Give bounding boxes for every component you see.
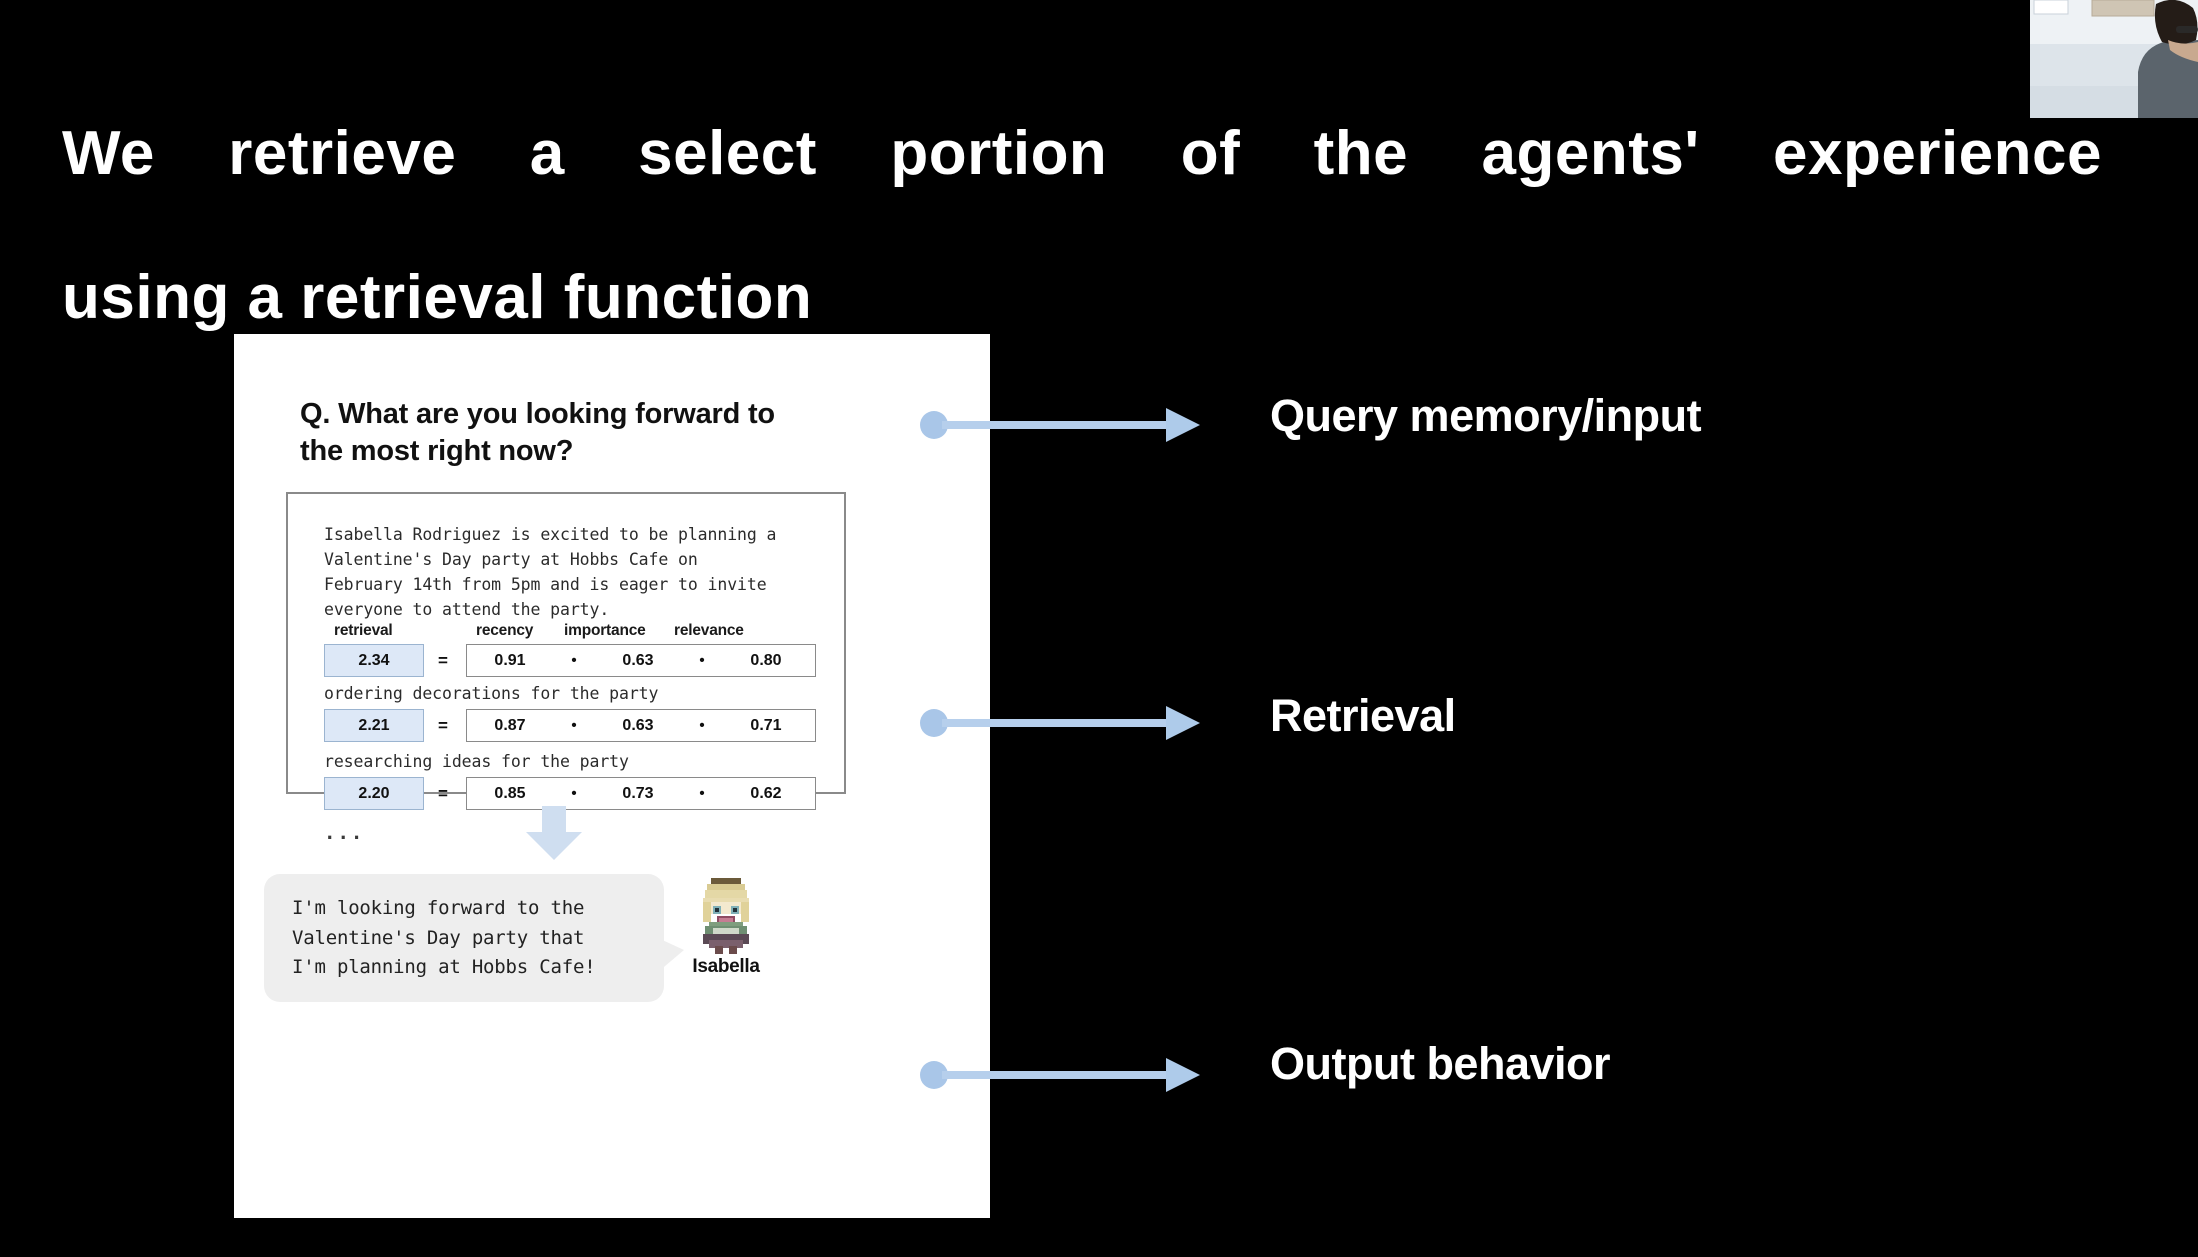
isabella-avatar-icon	[703, 878, 749, 954]
column-header-relevance: relevance	[674, 622, 744, 639]
page-title-line-1: We retrieve a select portion of the agen…	[62, 119, 2102, 189]
connector-retrieval	[920, 703, 1210, 743]
recency-value: 0.91	[494, 651, 526, 669]
importance-value: 0.63	[622, 651, 654, 669]
score-row: 2.21 = 0.87 • 0.63 • 0.71	[288, 709, 844, 743]
memory-context-text: Isabella Rodriguez is excited to be plan…	[324, 525, 777, 620]
score-factors: 0.85 • 0.73 • 0.62	[466, 777, 816, 810]
avatar: Isabella	[666, 874, 786, 978]
score-factors: 0.87 • 0.63 • 0.71	[466, 709, 816, 742]
connector-arrowhead-icon	[1166, 408, 1200, 442]
equals-sign: =	[438, 715, 448, 735]
down-arrow-icon	[526, 806, 582, 860]
connector-line	[942, 719, 1166, 727]
connector-line	[942, 421, 1166, 429]
avatar-name-label: Isabella	[692, 956, 760, 977]
relevance-value: 0.71	[750, 716, 782, 734]
importance-value: 0.63	[622, 716, 654, 734]
retrieval-panel: Isabella Rodriguez is excited to be plan…	[286, 492, 846, 844]
recency-value: 0.87	[494, 716, 526, 734]
webcam-video-overlay	[2030, 0, 2198, 118]
relevance-value: 0.80	[750, 651, 782, 669]
recency-value: 0.85	[494, 784, 526, 802]
column-header-retrieval: retrieval	[334, 622, 393, 639]
annotation-label-query-memory: Query memory/input	[1270, 390, 1702, 441]
score-factors: 0.91 • 0.63 • 0.80	[466, 644, 816, 677]
speech-bubble: I'm looking forward to the Valentine's D…	[264, 874, 684, 1002]
page-title: We retrieve a select portion of the agen…	[62, 56, 2142, 395]
retrieval-score-value: 2.21	[324, 709, 424, 742]
equals-sign: =	[438, 783, 448, 803]
operator-dot: •	[699, 717, 705, 734]
score-row: 2.20 = 0.85 • 0.73 • 0.62	[288, 777, 844, 811]
page-title-line-2: using a retrieval function	[62, 263, 813, 333]
operator-dot: •	[571, 717, 577, 734]
connector-query-memory	[920, 405, 1210, 445]
memory-label: researching ideas for the party	[324, 752, 629, 771]
connector-output-behavior	[920, 1055, 1210, 1095]
webcam-frame	[2030, 0, 2198, 118]
ellipsis-more-indicator: ...	[324, 822, 365, 844]
importance-value: 0.73	[622, 784, 654, 802]
operator-dot: •	[571, 652, 577, 669]
connector-arrowhead-icon	[1166, 706, 1200, 740]
operator-dot: •	[571, 785, 577, 802]
annotation-label-retrieval: Retrieval	[1270, 690, 1456, 741]
retrieval-score-value: 2.34	[324, 644, 424, 677]
memory-label: ordering decorations for the party	[324, 684, 659, 703]
column-header-importance: importance	[564, 622, 646, 639]
relevance-value: 0.62	[750, 784, 782, 802]
retrieval-score-value: 2.20	[324, 777, 424, 810]
equals-sign: =	[438, 650, 448, 670]
operator-dot: •	[699, 652, 705, 669]
figure-card: Q. What are you looking forward to the m…	[234, 334, 990, 1218]
score-row: 2.34 = 0.91 • 0.63 • 0.80	[288, 644, 844, 678]
connector-arrowhead-icon	[1166, 1058, 1200, 1092]
column-header-recency: recency	[476, 622, 534, 639]
question-prompt: Q. What are you looking forward to the m…	[300, 398, 775, 468]
agent-utterance-text: I'm looking forward to the Valentine's D…	[292, 897, 596, 979]
annotation-label-output-behavior: Output behavior	[1270, 1038, 1611, 1089]
operator-dot: •	[699, 785, 705, 802]
connector-line	[942, 1071, 1166, 1079]
